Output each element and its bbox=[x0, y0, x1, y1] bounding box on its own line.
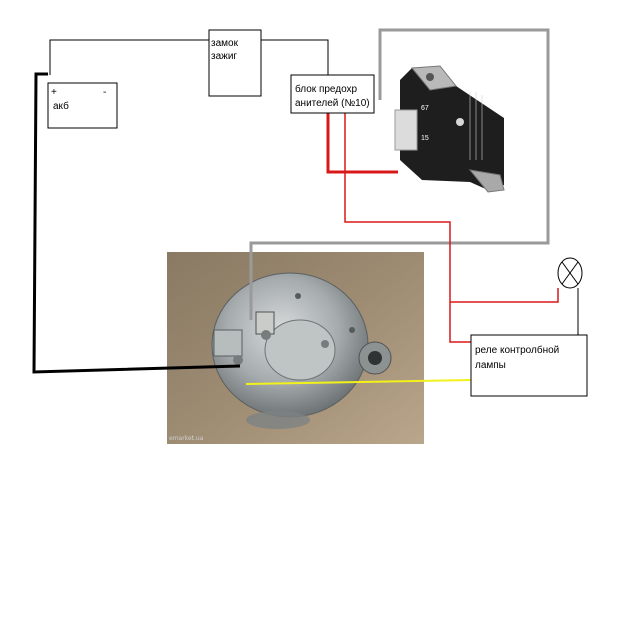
relay-label-1: реле контролбной bbox=[475, 344, 559, 356]
battery-label: акб bbox=[53, 100, 69, 112]
wire-yellow bbox=[245, 379, 473, 385]
lamp-icon bbox=[557, 257, 583, 289]
ignition-label-2: зажиг bbox=[211, 51, 237, 62]
wire-black-ignition bbox=[49, 39, 210, 75]
wire-red-thick bbox=[326, 113, 398, 174]
fuse-label-1: блок предохр bbox=[295, 83, 358, 95]
fuse-block-box: блок предохр анителей (№10) bbox=[290, 74, 375, 114]
fuse-label-2: анителей (№10) bbox=[295, 98, 370, 109]
ignition-switch-box: замок зажиг bbox=[208, 29, 262, 97]
wire-black-to-fuse bbox=[261, 39, 329, 75]
regulator-mark-15: 15 bbox=[421, 135, 429, 142]
ignition-label-1: замок bbox=[211, 38, 239, 49]
relay-label-2: лампы bbox=[475, 360, 506, 371]
wires bbox=[32, 28, 579, 385]
alternator-photo: emarket.ua bbox=[167, 252, 424, 444]
photo-credit: emarket.ua bbox=[169, 435, 204, 442]
battery-box: + - акб bbox=[47, 82, 118, 129]
relay-box: реле контролбной лампы bbox=[470, 334, 588, 397]
voltage-regulator: 67 15 bbox=[394, 65, 505, 193]
wire-gray-regulator bbox=[249, 28, 550, 320]
battery-minus: - bbox=[103, 87, 106, 98]
regulator-mark-67: 67 bbox=[421, 105, 429, 112]
battery-plus: + bbox=[51, 87, 57, 98]
wire-red-relay bbox=[344, 113, 472, 343]
wire-black-battery bbox=[32, 72, 241, 374]
wire-red-lamp bbox=[450, 288, 559, 303]
